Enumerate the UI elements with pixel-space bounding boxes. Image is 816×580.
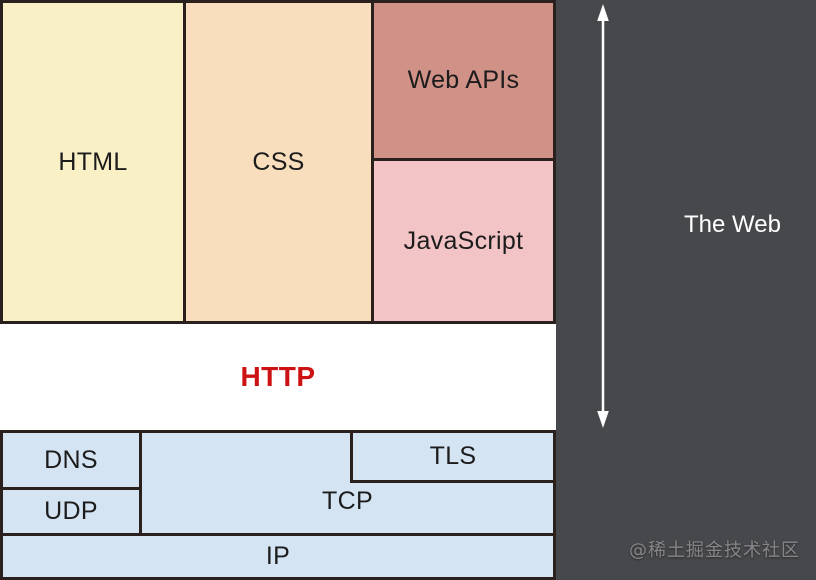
udp-block: UDP (0, 487, 142, 536)
web-apis-label: Web APIs (407, 66, 520, 94)
http-label: HTTP (240, 361, 316, 392)
http-block: HTTP (0, 321, 556, 433)
html-label: HTML (58, 147, 128, 176)
side-panel: The Web @稀土掘金技术社区 (556, 0, 816, 580)
web-apis-block: Web APIs (371, 0, 556, 161)
ip-block: IP (0, 533, 556, 580)
html-block: HTML (0, 0, 186, 324)
tls-block: TLS (350, 430, 556, 483)
javascript-label: JavaScript (403, 226, 524, 255)
watermark-text: @稀土掘金技术社区 (629, 540, 800, 561)
udp-label: UDP (44, 497, 98, 525)
dns-block: DNS (0, 430, 142, 490)
dns-label: DNS (44, 445, 98, 474)
double-arrow-icon (597, 4, 609, 428)
the-web-label: The Web (684, 211, 781, 238)
ip-label: IP (265, 542, 291, 570)
javascript-block: JavaScript (371, 158, 556, 324)
tls-label: TLS (429, 442, 477, 470)
css-block: CSS (183, 0, 374, 324)
css-label: CSS (252, 147, 305, 176)
tcp-label: TCP (322, 487, 373, 515)
